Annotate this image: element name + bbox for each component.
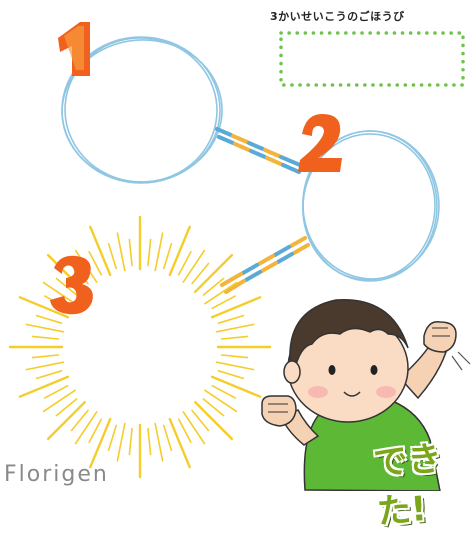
sun-ray [217, 369, 245, 380]
connector-1-2 [215, 127, 302, 174]
sun-ray [191, 409, 210, 432]
sun-ray [31, 354, 60, 359]
sun-ray [89, 417, 112, 469]
reward-title: 3かいせいこうのごほうび [270, 10, 405, 23]
sun-ray [31, 335, 60, 340]
sun-ray [147, 427, 152, 456]
step-2-number [298, 114, 342, 172]
step-3-sun [8, 215, 272, 479]
sun-ray [107, 242, 117, 270]
sun-ray [42, 389, 76, 413]
sun-ray [215, 361, 255, 371]
sun-ray [202, 277, 225, 296]
sun-ray [154, 422, 164, 462]
sun-ray [128, 427, 133, 456]
sun-ray [43, 384, 69, 399]
dekita-text: できた! [372, 438, 443, 533]
sun-ray [74, 411, 98, 445]
sun-ray [163, 424, 173, 452]
sun-ray [55, 398, 78, 417]
sun-ray [88, 251, 103, 276]
sun-ray [42, 281, 76, 305]
sun-ray [128, 238, 133, 267]
reward-box [279, 31, 465, 87]
sun-ray [177, 251, 192, 276]
sun-ray [35, 314, 63, 325]
step-3-number [50, 255, 93, 315]
sun-ray [168, 225, 191, 277]
sun-ray [217, 314, 245, 325]
sun-ray [18, 375, 70, 398]
sun-ray [211, 295, 236, 310]
sun-ray [177, 418, 192, 444]
reward-chart-illustration [8, 22, 471, 491]
sun-ray [220, 354, 249, 359]
sun-ray [25, 323, 65, 333]
sun-ray [35, 369, 63, 380]
sun-ray [204, 389, 238, 413]
sun-ray [210, 375, 262, 398]
sun-ray [215, 323, 255, 333]
sun-ray [202, 398, 225, 417]
sun-ray [220, 335, 249, 340]
step-1-number [58, 22, 90, 76]
boy-character [261, 298, 471, 491]
sun-ray [107, 424, 117, 452]
sun-ray [116, 422, 126, 462]
sun-ray [116, 232, 126, 272]
sun-ray [88, 418, 103, 444]
sun-ray [89, 225, 112, 277]
sun-ray [18, 296, 70, 319]
sun-ray [211, 384, 236, 399]
sun-ray [147, 238, 152, 267]
step-1-circle [61, 36, 223, 184]
sun-ray [46, 401, 87, 441]
sun-ray [193, 253, 234, 293]
sun-ray [163, 242, 173, 270]
step-2-circle [302, 130, 440, 282]
connector-2-3 [220, 236, 310, 294]
sun-ray [210, 296, 262, 319]
watermark: Florigen [4, 462, 109, 487]
sun-ray [25, 361, 65, 371]
sun-ray [193, 401, 234, 441]
sun-ray [204, 281, 238, 305]
sun-ray [182, 411, 206, 445]
sun-ray [182, 249, 206, 283]
sun-ray [70, 409, 89, 432]
sun-ray [154, 232, 164, 272]
sun-ray [191, 262, 210, 285]
sun-ray [168, 417, 191, 469]
